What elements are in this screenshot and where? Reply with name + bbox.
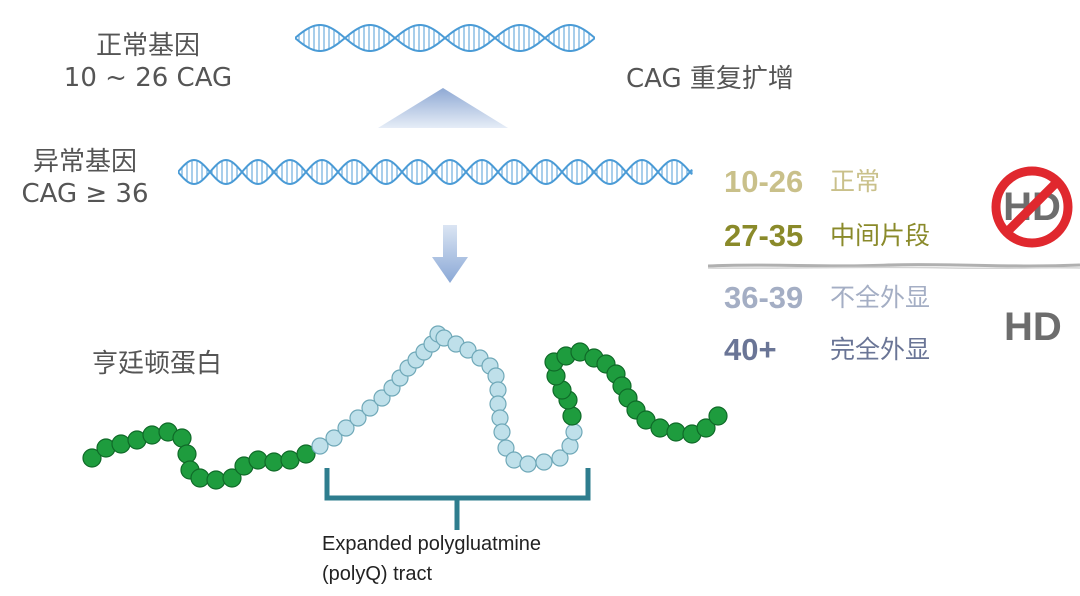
- helix-strand: [295, 24, 595, 52]
- protein-bead: [666, 422, 686, 442]
- polyq-bead: [311, 437, 329, 455]
- legend-divider: [708, 263, 1080, 270]
- range-label-normal: 正常: [830, 167, 881, 196]
- polyq-bead: [325, 429, 343, 447]
- range-value-full-penetrance: 40+: [724, 332, 777, 367]
- range-value-normal: 10-26: [724, 164, 804, 199]
- range-label-intermediate: 中间片段: [830, 221, 931, 250]
- polyq-tract-line1: Expanded polygluatmine: [322, 533, 542, 555]
- polyq-tract-label: Expanded polygluatmine (polyQ) tract: [322, 529, 541, 589]
- abnormal-gene-title: 异常基因: [32, 147, 137, 177]
- protein-bead: [264, 452, 284, 472]
- range-value-reduced-penetrance: 36-39: [724, 280, 804, 315]
- polyq-bead: [489, 395, 507, 413]
- protein-bead: [190, 468, 210, 488]
- polyq-bead: [337, 419, 355, 437]
- huntingtin-protein-label: 亨廷顿蛋白: [92, 349, 223, 379]
- range-value-intermediate: 27-35: [724, 218, 804, 253]
- polyq-bead: [535, 453, 553, 471]
- polyq-bead: [493, 423, 511, 441]
- polyq-bead: [487, 367, 505, 385]
- normal-gene-label: 正常基因 10 ~ 26 CAG: [48, 30, 248, 94]
- polyq-bead: [491, 409, 509, 427]
- expansion-triangle-icon: [378, 88, 508, 128]
- polyq-tract-line2: (polyQ) tract: [322, 563, 433, 585]
- abnormal-gene-label: 异常基因 CAG ≥ 36: [10, 146, 160, 210]
- abnormal-dna-helix: [178, 158, 693, 186]
- helix-strand: [178, 158, 693, 186]
- polyq-bead: [459, 341, 477, 359]
- protein-bead: [172, 428, 192, 448]
- normal-gene-range: 10 ~ 26 CAG: [63, 63, 233, 93]
- protein-bead: [708, 406, 728, 426]
- prohibition-icon: [991, 166, 1073, 248]
- polyq-bead: [497, 439, 515, 457]
- down-arrow-icon: [432, 225, 468, 283]
- polyq-bracket: [324, 468, 591, 530]
- protein-bead: [177, 444, 197, 464]
- polyq-bead: [349, 409, 367, 427]
- hd-label: HD: [1004, 305, 1062, 349]
- protein-bead: [296, 444, 316, 464]
- protein-bead: [222, 468, 242, 488]
- cag-range-legend: 10-26 正常 27-35 中间片段 36-39 不全外显 40+ 完全外显: [700, 150, 1080, 380]
- cag-expansion-label: CAG 重复扩增: [626, 64, 794, 94]
- polyq-bead: [565, 423, 583, 441]
- normal-dna-helix: [295, 24, 595, 52]
- protein-bead: [142, 425, 162, 445]
- normal-gene-title: 正常基因: [95, 31, 200, 61]
- protein-bead: [82, 448, 102, 468]
- polyq-bead: [551, 449, 569, 467]
- polyq-bead: [361, 399, 379, 417]
- no-hd-sign: HD: [990, 165, 1074, 249]
- protein-bead: [280, 450, 300, 470]
- protein-bead: [650, 418, 670, 438]
- protein-bead: [248, 450, 268, 470]
- protein-bead: [206, 470, 226, 490]
- protein-bead-chain: [82, 325, 728, 490]
- range-label-full-penetrance: 完全外显: [830, 335, 931, 364]
- protein-bead: [111, 434, 131, 454]
- helix-strand: [178, 158, 693, 186]
- protein-bead: [562, 406, 582, 426]
- range-label-reduced-penetrance: 不全外显: [830, 283, 931, 312]
- protein-bead: [696, 418, 716, 438]
- abnormal-gene-range: CAG ≥ 36: [21, 179, 149, 209]
